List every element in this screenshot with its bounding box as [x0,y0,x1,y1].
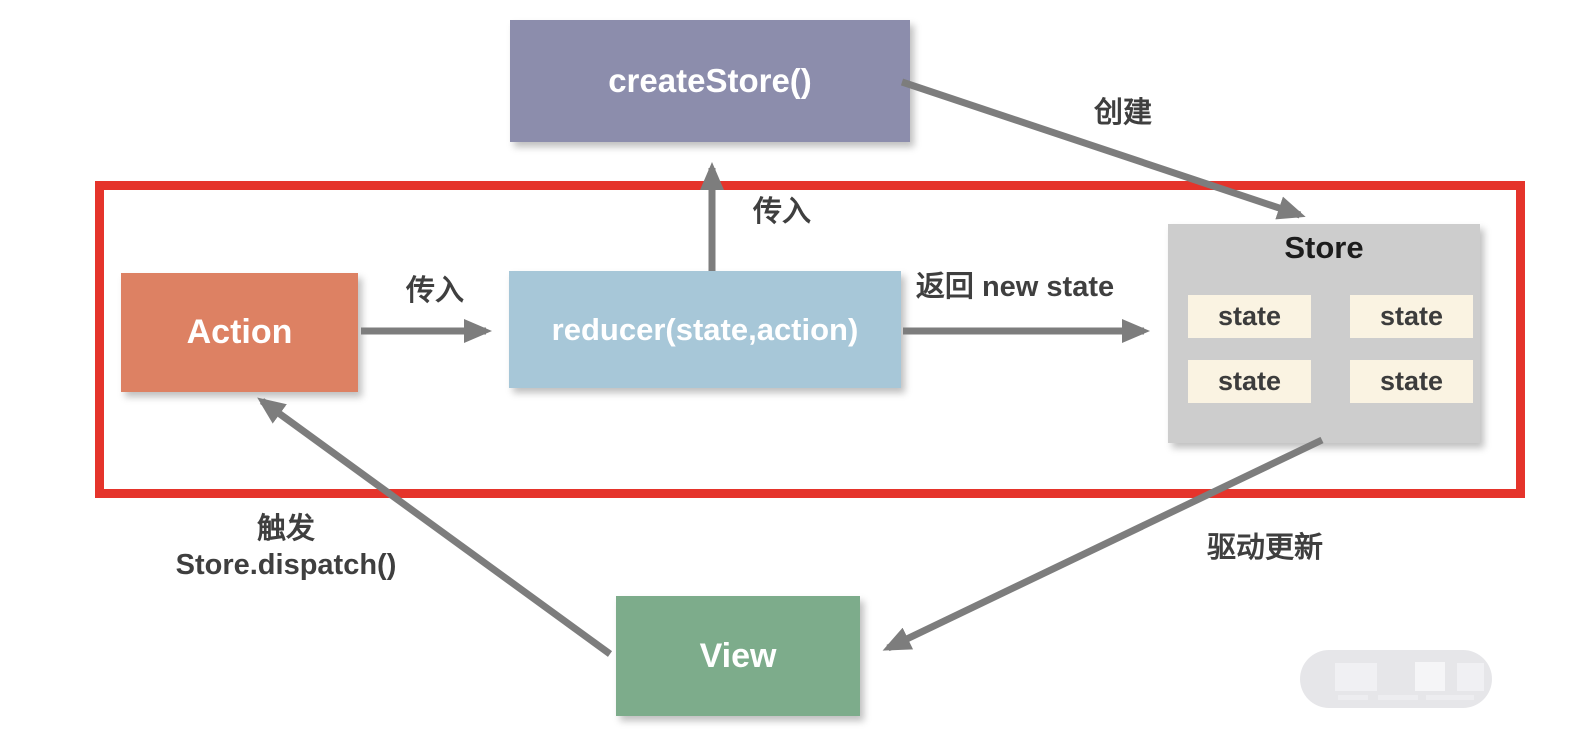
watermark-block [1415,662,1445,691]
watermark-logo [1300,650,1492,708]
node-reducer-label: reducer(state,action) [551,311,859,347]
edge-label-trigger-line2: Store.dispatch() [175,549,397,581]
state-box: state [1188,295,1311,338]
highlight-box [95,181,1525,498]
watermark-text-blur [1426,695,1474,700]
edge-label-drive-update: 驱动更新 [1206,532,1324,564]
edge-label-trigger-dispatch: 触发 Store.dispatch() [176,511,397,584]
node-action: Action [121,273,358,392]
state-box: state [1350,295,1473,338]
edge-label-pass-in-left: 传入 [405,275,465,307]
node-store: Store state state state state [1168,224,1480,443]
store-title: Store [1284,230,1364,265]
watermark-text-blur [1338,695,1368,700]
state-box: state [1350,360,1473,403]
state-box: state [1188,360,1311,403]
edge-label-trigger-line1: 触发 [256,512,315,545]
edge-label-return-new-state: 返回 new state [915,271,1115,303]
watermark-block [1457,663,1484,691]
node-view-label: View [699,636,777,675]
watermark-text-blur [1378,695,1418,700]
node-view: View [616,596,860,716]
edge-label-create: 创建 [1093,97,1153,129]
node-create-store-label: createStore() [608,62,812,99]
edge-label-pass-in-top: 传入 [752,196,812,228]
node-create-store: createStore() [510,20,910,142]
node-action-label: Action [186,313,293,351]
node-reducer: reducer(state,action) [509,271,901,388]
watermark-block [1335,663,1377,691]
